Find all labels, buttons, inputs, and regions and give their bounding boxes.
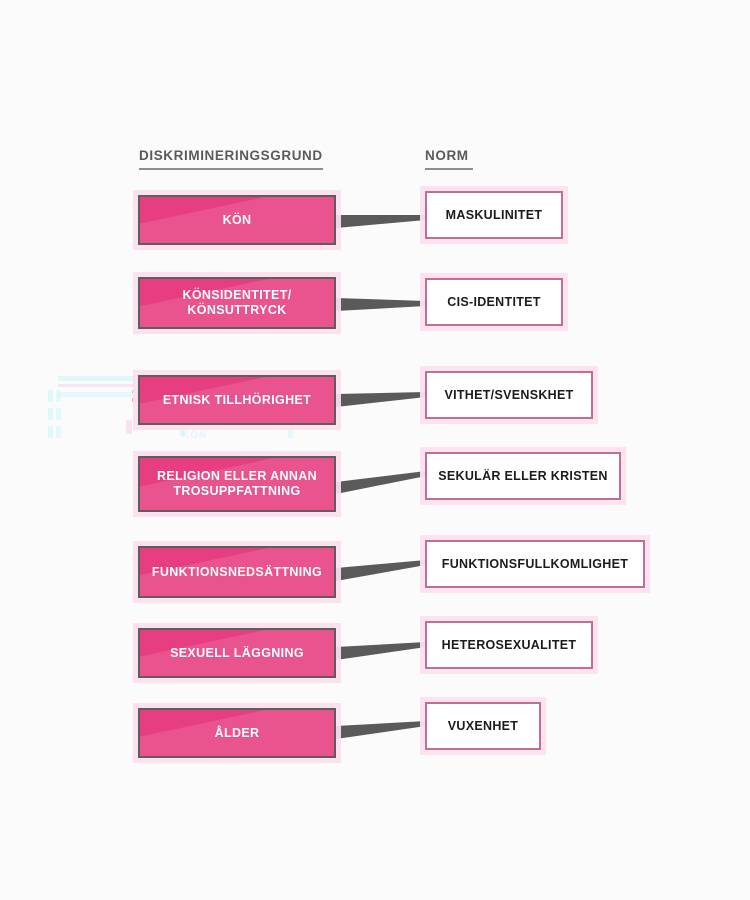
norm-box-2[interactable]: CIS-IDENTITET [425, 278, 563, 326]
norm-box-7[interactable]: VUXENHET [425, 702, 541, 750]
ghost-text-2: KÖN [182, 430, 208, 441]
column-header-norm: NORM [425, 148, 473, 170]
ghost-vtick-5 [56, 408, 61, 420]
connector-line-4 [336, 460, 426, 496]
ground-box-label: FUNKTIONSNEDSÄTTNING [151, 564, 323, 579]
norm-box-label: VUXENHET [447, 719, 519, 733]
ground-box-label: ÅLDER [214, 725, 260, 740]
norm-box-1[interactable]: MASKULINITET [425, 191, 563, 239]
norm-box-4[interactable]: SEKULÄR ELLER KRISTEN [425, 452, 621, 500]
ground-box-label: KÖNSIDENTITET/ KÖNSUTTRYCK [182, 288, 292, 317]
ghost-vtick-3 [48, 426, 53, 438]
ground-box-label: ETNISK TILLHÖRIGHET [162, 392, 312, 407]
connector-line-2 [336, 287, 426, 321]
ground-box-label: SEXUELL LÄGGNING [170, 645, 304, 660]
ground-box-6[interactable]: SEXUELL LÄGGNING [138, 628, 336, 678]
norm-box-5[interactable]: FUNKTIONSFULLKOMLIGHET [425, 540, 645, 588]
norm-box-label: VITHET/SVENSKHET [444, 388, 574, 402]
connector-line-3 [336, 383, 426, 417]
column-header-right-rule [425, 168, 473, 170]
ground-box-7[interactable]: ÅLDER [138, 708, 336, 758]
ground-box-1[interactable]: KÖN [138, 195, 336, 245]
norm-box-label: FUNKTIONSFULLKOMLIGHET [441, 557, 629, 571]
ground-box-4[interactable]: RELIGION ELLER ANNAN TROSUPPFATTNING [138, 456, 336, 512]
norm-box-label: HETEROSEXUALITET [441, 638, 577, 652]
column-header-diskrimineringsgrund: DISKRIMINERINGSGRUND [139, 148, 323, 170]
ground-box-2[interactable]: KÖNSIDENTITET/ KÖNSUTTRYCK [138, 277, 336, 329]
norm-box-label: SEKULÄR ELLER KRISTEN [438, 469, 608, 483]
connector-line-5 [336, 552, 426, 586]
ghost-vtick-4 [56, 390, 61, 402]
ground-box-3[interactable]: ETNISK TILLHÖRIGHET [138, 375, 336, 425]
connector-line-6 [336, 632, 426, 666]
norm-box-6[interactable]: HETEROSEXUALITET [425, 621, 593, 669]
column-header-left-label: DISKRIMINERINGSGRUND [139, 148, 323, 163]
ground-box-label: KÖN [222, 212, 252, 227]
ghost-vtick-1 [48, 390, 53, 402]
norm-box-3[interactable]: VITHET/SVENSKHET [425, 371, 593, 419]
ghost-vtick-7 [126, 420, 132, 434]
connector-line-7 [336, 712, 426, 746]
norm-box-label: CIS-IDENTITET [447, 295, 541, 309]
ghost-vtick-9 [288, 424, 293, 438]
ghost-vtick-6 [56, 426, 61, 438]
connector-line-1 [336, 203, 426, 237]
ground-box-label: RELIGION ELLER ANNAN TROSUPPFATTNING [156, 469, 317, 498]
column-header-right-label: NORM [425, 148, 469, 163]
ground-box-5[interactable]: FUNKTIONSNEDSÄTTNING [138, 546, 336, 598]
norm-box-label: MASKULINITET [445, 208, 543, 222]
column-header-left-rule [139, 168, 323, 170]
ghost-vtick-2 [48, 408, 53, 420]
